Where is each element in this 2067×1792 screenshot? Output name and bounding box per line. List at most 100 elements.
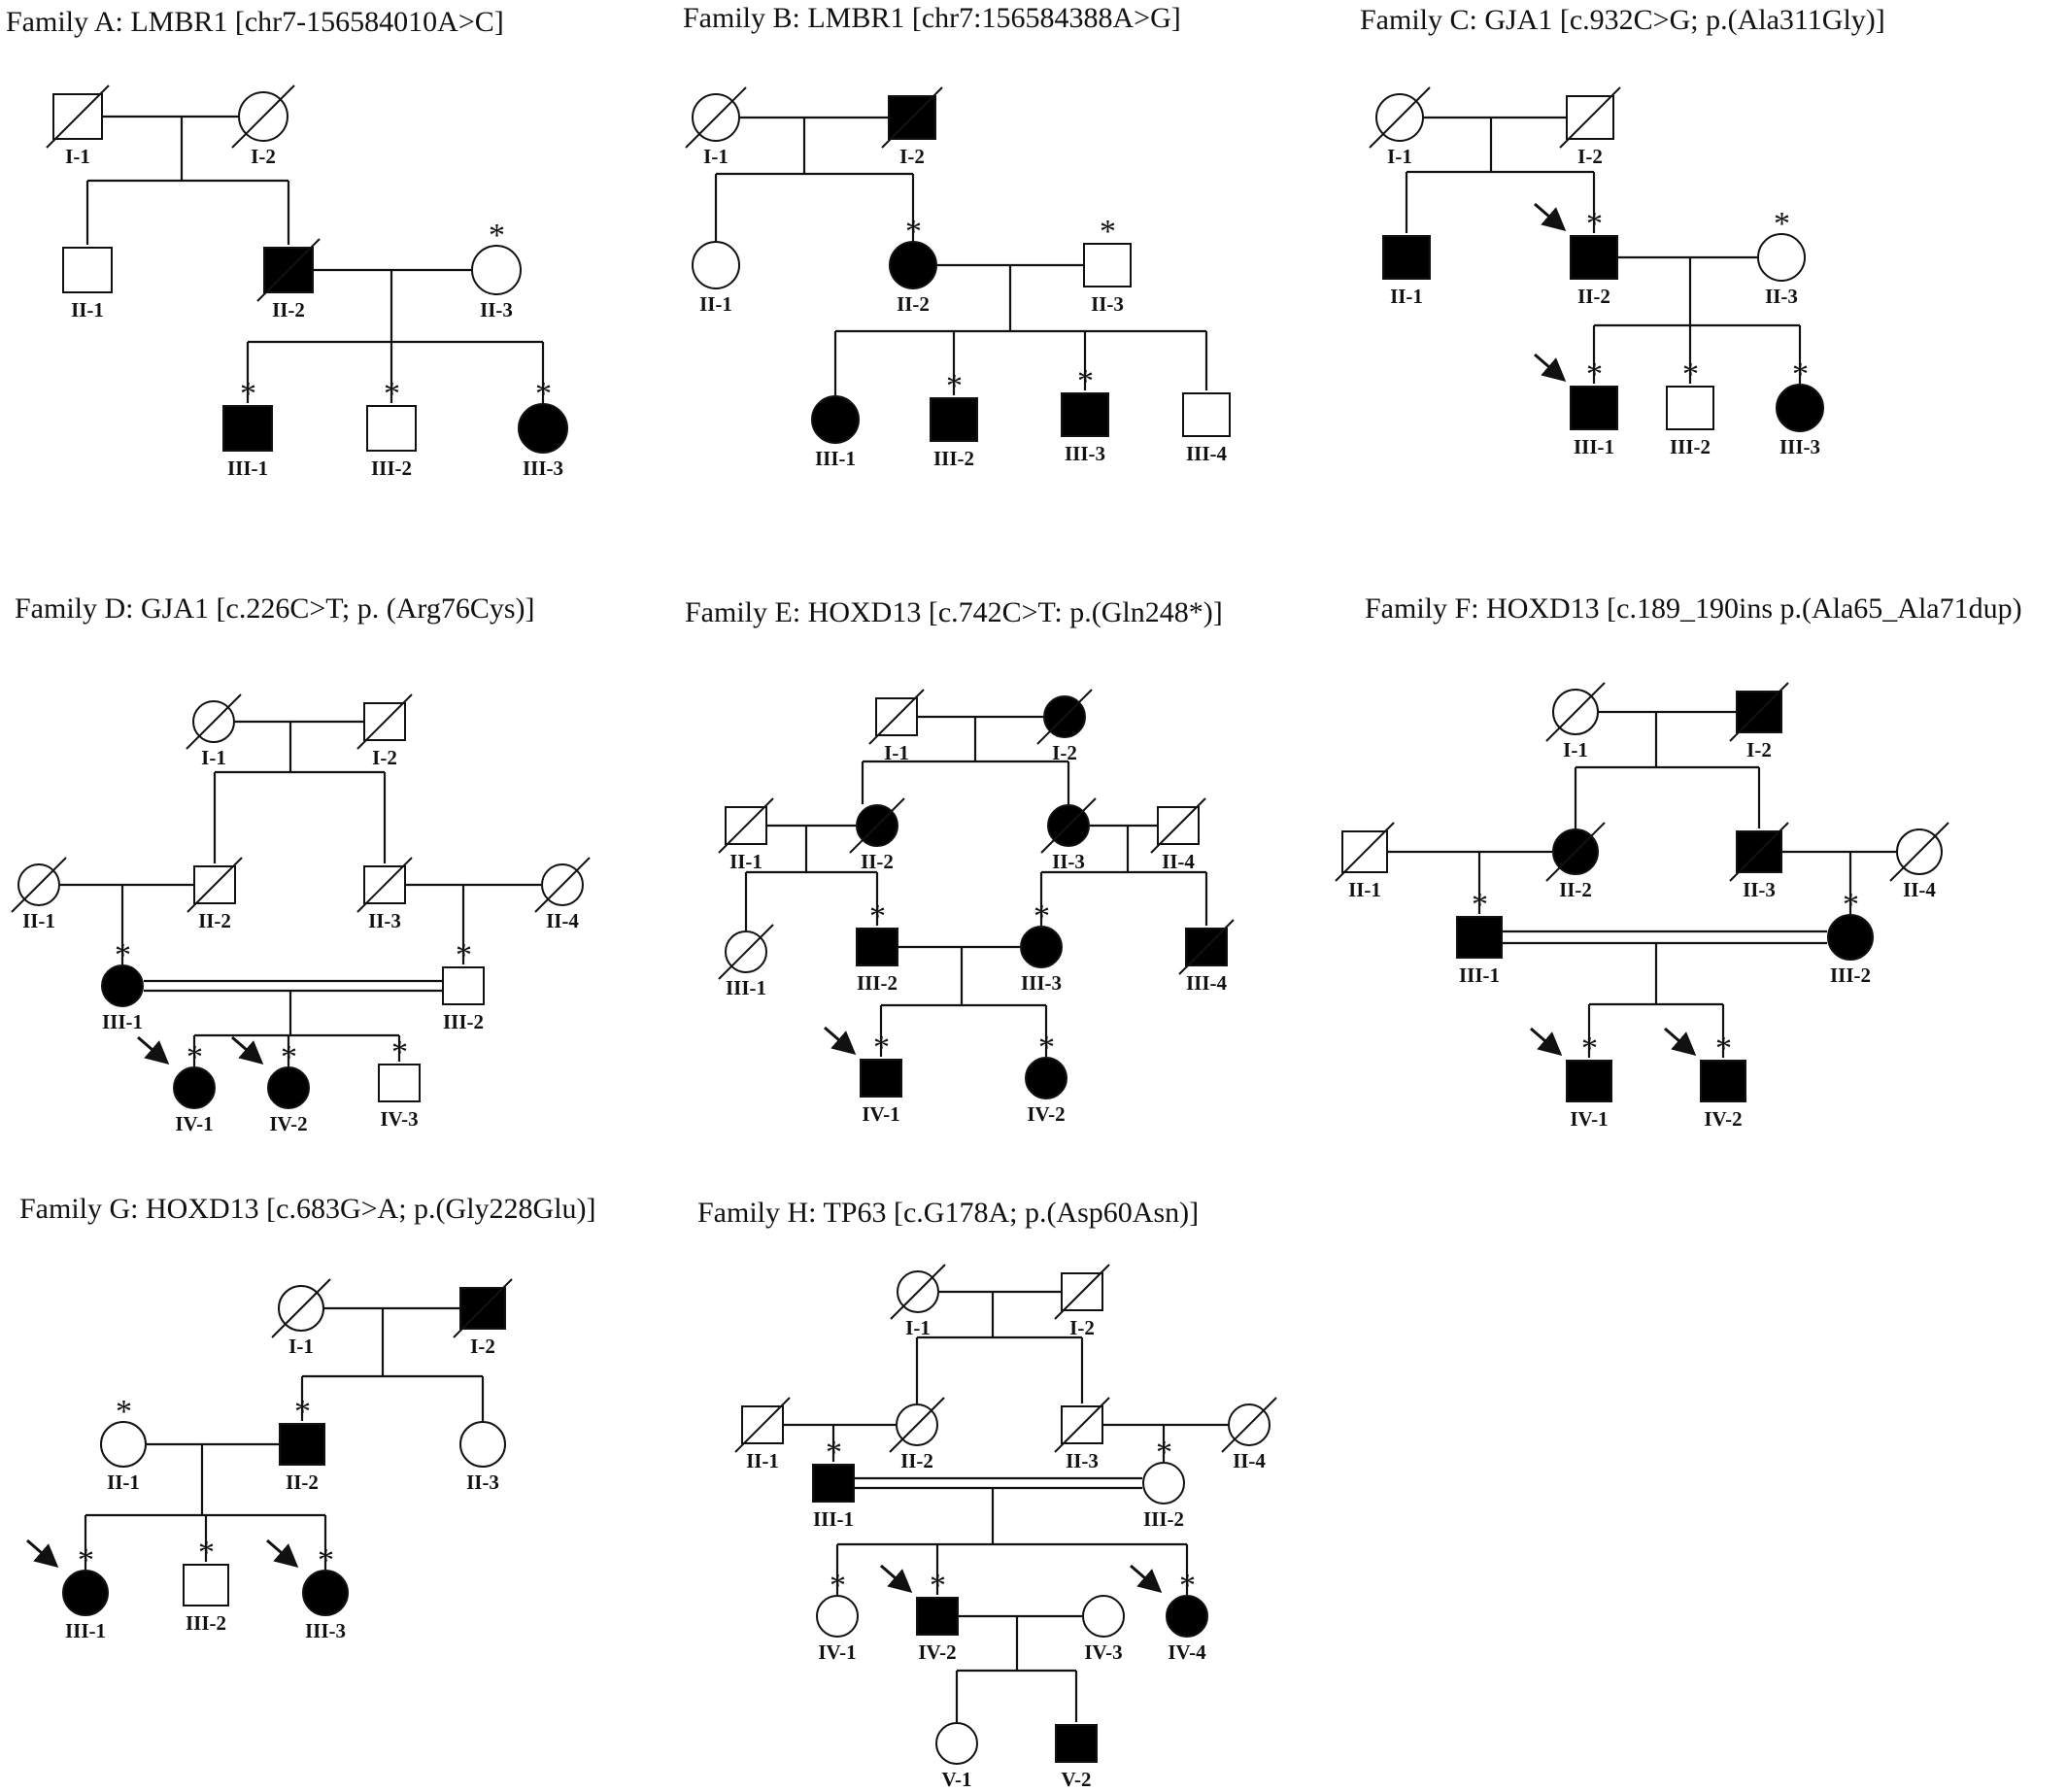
individual-ii-3: II-3 xyxy=(459,1421,506,1494)
individual-i-2: I-2 xyxy=(1054,1264,1110,1339)
affected-female-symbol xyxy=(101,964,144,1007)
individual-iv-2: *IV-2 xyxy=(1664,1027,1746,1131)
individual-i-2: I-2 xyxy=(1729,682,1789,761)
relationship-lines xyxy=(60,720,541,1066)
deceased-slash xyxy=(881,86,943,149)
affected-female-symbol xyxy=(173,1066,216,1109)
proband-arrow xyxy=(1530,1027,1563,1056)
tested-asterisk: * xyxy=(1077,363,1094,399)
individual-label: I-1 xyxy=(201,746,226,769)
unaffected-male-symbol xyxy=(378,1064,421,1102)
individual-label: II-1 xyxy=(107,1471,140,1494)
individual-label: III-3 xyxy=(523,456,563,480)
unaffected-female-symbol xyxy=(471,245,522,295)
deceased-slash xyxy=(718,924,774,980)
individual-label: II-2 xyxy=(1577,285,1610,308)
tested-asterisk: * xyxy=(873,1030,890,1065)
family-title: Family F: HOXD13 [c.189_190ins p.(Ala65_… xyxy=(1365,592,2022,625)
individual-iv-2: *IV-2 xyxy=(880,1564,959,1664)
individual-iii-3: *III-3 xyxy=(1776,356,1824,458)
individual-iii-2: *III-2 xyxy=(856,898,898,995)
proband-arrow xyxy=(1130,1564,1163,1593)
individual-iii-1: *III-1 xyxy=(222,376,273,480)
affected-male-symbol xyxy=(1055,1724,1098,1763)
tested-asterisk: * xyxy=(198,1535,215,1571)
individual-ii-2: II-2 xyxy=(889,1397,945,1472)
individual-label: III-3 xyxy=(305,1619,346,1642)
individual-label: I-1 xyxy=(1563,738,1588,761)
affected-male-symbol xyxy=(1570,386,1618,430)
individual-label: II-1 xyxy=(71,298,104,321)
individual-label: III-2 xyxy=(443,1010,484,1033)
individual-label: V-1 xyxy=(941,1768,971,1791)
individual-label: III-2 xyxy=(371,456,412,480)
tested-asterisk: * xyxy=(384,376,400,412)
family-title: Family E: HOXD13 [c.742C>T: p.(Gln248*)] xyxy=(685,596,1223,628)
individual-ii-2: * II-2 xyxy=(1534,202,1618,308)
family-title: Family C: GJA1 [c.932C>G; p.(Ala311Gly)] xyxy=(1360,4,1885,36)
affected-male-symbol xyxy=(930,397,978,442)
tested-asterisk: * xyxy=(1586,206,1603,242)
tested-asterisk: * xyxy=(1034,898,1050,934)
individual-iii-3: *III-3 xyxy=(1020,898,1063,995)
individual-label: II-1 xyxy=(1348,878,1381,901)
individual-label: V-2 xyxy=(1061,1768,1091,1791)
individual-ii-3: II-3 xyxy=(1729,822,1789,901)
tested-asterisk: * xyxy=(294,1394,311,1430)
tested-asterisk: * xyxy=(1038,1030,1055,1065)
individual-ii-1: II-1 xyxy=(62,247,113,321)
relationship-lines xyxy=(1388,710,1896,1058)
individual-label: III-1 xyxy=(65,1619,106,1642)
individual-iii-2: *III-2 xyxy=(930,368,978,470)
individual-label: I-2 xyxy=(470,1335,495,1358)
individual-ii-1: II-1 xyxy=(718,797,774,873)
individual-ii-3: II-3 xyxy=(356,857,413,932)
individual-label: IV-3 xyxy=(380,1107,418,1131)
individual-label: II-1 xyxy=(22,909,55,932)
deceased-slash xyxy=(1054,1397,1110,1453)
tested-asterisk: * xyxy=(240,376,256,412)
individual-iii-4: III-4 xyxy=(1178,919,1235,995)
affected-male-symbol xyxy=(1566,1060,1612,1102)
individual-label: I-1 xyxy=(884,741,909,764)
individual-label: II-1 xyxy=(746,1449,779,1472)
individual-label: III-2 xyxy=(1830,964,1871,987)
individual-label: III-1 xyxy=(1574,435,1614,458)
individual-label: III-1 xyxy=(1459,964,1500,987)
individual-iv-2: *IV-2 xyxy=(1025,1030,1067,1126)
deceased-slash xyxy=(356,693,413,750)
tested-asterisk: * xyxy=(116,1394,132,1430)
individual-label: III-1 xyxy=(726,976,766,999)
individual-label: II-3 xyxy=(466,1471,499,1494)
individual-ii-3: II-3 xyxy=(1040,797,1097,873)
relationship-lines xyxy=(714,116,1208,395)
tested-asterisk: * xyxy=(946,368,963,404)
deceased-slash xyxy=(534,857,591,913)
individual-ii-2: II-2 xyxy=(1545,822,1606,901)
individual-label: IV-3 xyxy=(1084,1640,1122,1664)
individual-v-2: V-2 xyxy=(1055,1724,1098,1791)
individual-iii-3: *III-3 xyxy=(266,1538,349,1642)
individual-i-2: I-2 xyxy=(356,693,413,769)
relationship-lines xyxy=(784,1290,1228,1722)
tested-asterisk: * xyxy=(1581,1031,1598,1066)
individual-label: II-2 xyxy=(897,292,930,316)
individual-label: II-1 xyxy=(1390,285,1423,308)
individual-i-1: I-1 xyxy=(46,85,110,168)
individual-iv-2: *IV-2 xyxy=(231,1035,310,1135)
tested-asterisk: * xyxy=(1179,1568,1196,1604)
affected-male-symbol xyxy=(812,1464,855,1503)
tested-asterisk: * xyxy=(1843,887,1859,923)
individual-label: I-2 xyxy=(1577,145,1603,168)
individual-label: II-3 xyxy=(1052,850,1085,873)
deceased-slash xyxy=(11,857,67,913)
individual-ii-1: II-1 xyxy=(11,857,67,932)
individual-label: II-2 xyxy=(198,909,231,932)
proband-arrow xyxy=(880,1564,913,1593)
individual-i-1: I-1 xyxy=(186,693,242,769)
deceased-slash xyxy=(1040,797,1097,854)
individual-iii-1: *III-1 xyxy=(26,1538,109,1642)
individual-label: II-3 xyxy=(1765,285,1798,308)
individual-iv-1: *IV-1 xyxy=(816,1568,859,1664)
